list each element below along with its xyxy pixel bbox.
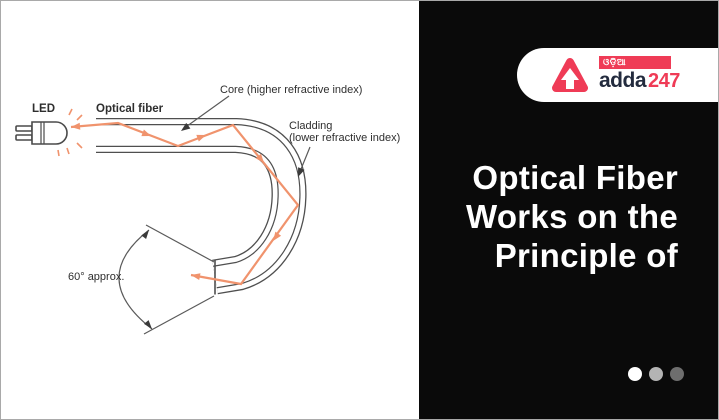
pagination-dots: [628, 367, 684, 381]
logo-brand-number: 247: [648, 70, 680, 92]
core-label: Core (higher refractive index): [220, 84, 363, 96]
slide-title-line3: Principle of: [494, 237, 678, 274]
pagination-dot-1[interactable]: [628, 367, 642, 381]
cladding-label-line1: Cladding: [289, 120, 333, 132]
fiber-shape: [96, 118, 307, 295]
exit-cone: [118, 224, 215, 335]
cone-arc-arrow-top: [141, 230, 149, 239]
light-ray: [70, 121, 300, 286]
optical-fiber-label: Optical fiber: [96, 103, 164, 115]
adda247-triangle-icon: [552, 58, 588, 92]
cladding-label-line2: (lower refractive index): [289, 132, 401, 144]
arrow-up-icon: [561, 68, 579, 89]
pagination-dot-3[interactable]: [670, 367, 684, 381]
led-glow-rays: [57, 108, 83, 157]
angle-label: 60° approx.: [68, 271, 125, 283]
slide-title-line1: Optical Fiber: [472, 159, 678, 196]
optical-fiber-diagram: LED Optical fiber Core (higher refractiv…: [1, 1, 419, 419]
led-icon: [15, 121, 68, 145]
logo-brand-text: adda: [599, 69, 647, 92]
cone-arc-arrow-bottom: [144, 320, 152, 329]
slide-title-line2: Works on the: [465, 198, 678, 235]
slide-title: Optical Fiber Works on the Principle of: [466, 158, 678, 275]
logo-language-badge: ଓଡ଼ିଆ: [599, 56, 671, 69]
pagination-dot-2[interactable]: [649, 367, 663, 381]
led-label: LED: [32, 103, 55, 115]
logo-language-text: ଓଡ଼ିଆ: [603, 57, 627, 67]
core-leader-arrow: [181, 122, 191, 131]
diagram-canvas: [15, 95, 311, 335]
cladding-leader-arrow: [298, 167, 305, 177]
cladding-label: Cladding (lower refractive index): [289, 120, 400, 144]
light-ray-arrows: [71, 122, 282, 280]
